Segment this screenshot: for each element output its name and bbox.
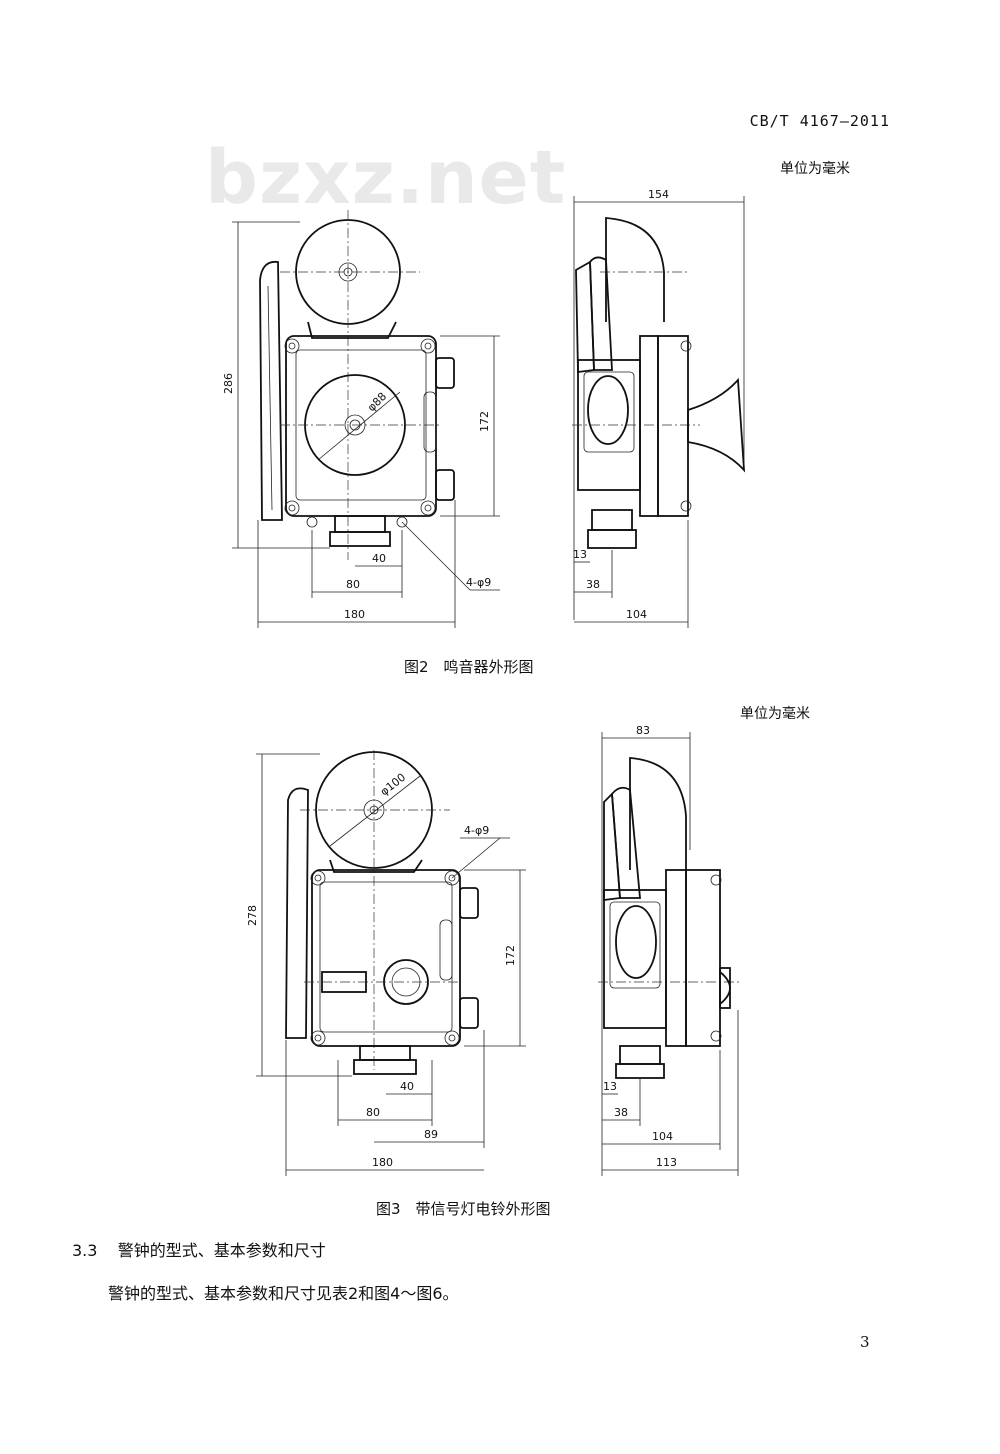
dim-38-label: 38 — [586, 578, 600, 591]
dim-phi88-label: φ88 — [365, 390, 389, 414]
dim-phi100-label: φ100 — [378, 771, 408, 799]
dim-13-label: 13 — [573, 548, 587, 561]
dim-180-label-fig3: 180 — [372, 1156, 393, 1169]
dim-4phi9-label: 4-φ9 — [466, 576, 491, 589]
dim-286-label: 286 — [222, 373, 235, 394]
section-heading: 3.3 警钟的型式、基本参数和尺寸 — [72, 1237, 326, 1261]
figure2-drawing: φ88 286 172 40 80 180 4-φ9 — [222, 188, 746, 628]
section-title: 警钟的型式、基本参数和尺寸 — [117, 1241, 326, 1260]
dim-104-label: 104 — [626, 608, 647, 621]
figure2-side-view: 154 13 38 104 — [572, 188, 746, 628]
dim-172-label: 172 — [478, 411, 491, 432]
dim-172-label-fig3: 172 — [504, 945, 517, 966]
page-number: 3 — [860, 1333, 870, 1351]
dim-83-label: 83 — [636, 724, 650, 737]
figure2-unit-note: 单位为毫米 — [780, 161, 850, 177]
figure2-caption: 图2 鸣音器外形图 — [404, 658, 534, 676]
figure2-front-view: φ88 286 172 40 80 180 4-φ9 — [222, 210, 500, 628]
watermark: bzxz.net — [205, 135, 567, 221]
dim-180-label: 180 — [344, 608, 365, 621]
section-number: 3.3 — [72, 1241, 98, 1260]
dim-40-label-fig3: 40 — [400, 1080, 414, 1093]
dim-89-label: 89 — [424, 1128, 438, 1141]
figure3-front-view: φ100 4-φ9 278 172 — [246, 750, 526, 1176]
figure3-caption: 图3 带信号灯电铃外形图 — [376, 1200, 551, 1218]
standard-code: CB/T 4167—2011 — [749, 112, 890, 130]
dim-40-label: 40 — [372, 552, 386, 565]
figure3-unit-note: 单位为毫米 — [740, 706, 810, 722]
dim-80-label-fig3: 80 — [366, 1106, 380, 1119]
figure3-side-view: 83 13 38 104 113 — [598, 724, 740, 1176]
dim-278-label: 278 — [246, 905, 259, 926]
dim-13-label-fig3: 13 — [603, 1080, 617, 1093]
figure3-drawing: φ100 4-φ9 278 172 — [246, 724, 740, 1176]
dim-80-label: 80 — [346, 578, 360, 591]
dim-104-label-fig3: 104 — [652, 1130, 673, 1143]
dim-113-label: 113 — [656, 1156, 677, 1169]
body-paragraph: 警钟的型式、基本参数和尺寸见表2和图4～图6。 — [108, 1284, 459, 1303]
dim-154-label: 154 — [648, 188, 669, 201]
dim-4phi9-label-fig3: 4-φ9 — [464, 824, 489, 837]
dim-38-label-fig3: 38 — [614, 1106, 628, 1119]
